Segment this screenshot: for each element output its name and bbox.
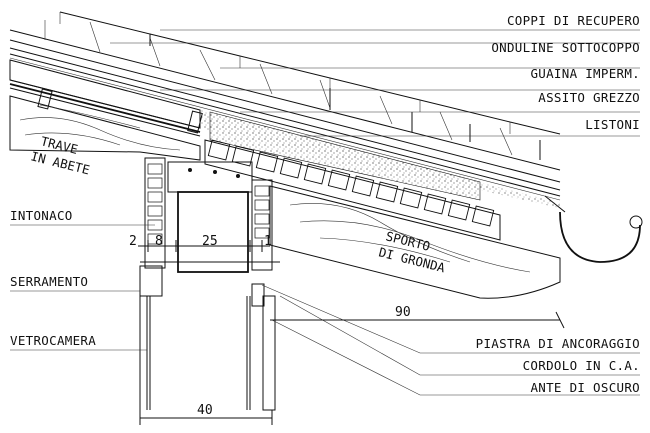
- dim-8: 8: [155, 234, 163, 249]
- dim-25: 25: [202, 234, 218, 249]
- label-guaina: GUAINA IMPERM.: [530, 66, 640, 81]
- dimension-texts: 2 8 25 1 90 40: [129, 234, 411, 418]
- label-cordolo: CORDOLO IN C.A.: [523, 358, 640, 373]
- label-onduline: ONDULINE SOTTOCOPPO: [491, 40, 640, 55]
- listoni-blocks: [204, 139, 501, 241]
- label-coppi: COPPI DI RECUPERO: [507, 13, 640, 28]
- left-labels: INTONACO SERRAMENTO VETROCAMERA: [10, 208, 96, 348]
- label-vetrocamera: VETROCAMERA: [10, 333, 96, 348]
- label-assito: ASSITO GREZZO: [538, 90, 640, 105]
- sporto-di-gronda: [269, 185, 561, 299]
- label-intonaco: INTONACO: [10, 208, 73, 223]
- right-labels: COPPI DI RECUPERO ONDULINE SOTTOCOPPO GU…: [476, 13, 640, 395]
- label-listoni: LISTONI: [585, 117, 640, 132]
- roof-tiles: [9, 11, 561, 183]
- trave-in-abete: [9, 95, 201, 161]
- label-ante: ANTE DI OSCURO: [530, 380, 640, 395]
- gronda-gutter: [544, 195, 643, 263]
- dimension-lines: [138, 240, 565, 425]
- roof-layers: [9, 47, 561, 208]
- dim-1: 1: [264, 234, 272, 249]
- window-frame: [139, 265, 276, 411]
- wall-section: [140, 157, 280, 273]
- label-serramento: SERRAMENTO: [10, 274, 88, 289]
- label-piastra: PIASTRA DI ANCORAGGIO: [476, 336, 640, 351]
- dim-90: 90: [395, 305, 411, 320]
- dim-2: 2: [129, 234, 137, 249]
- leader-lines: [10, 29, 640, 396]
- dim-40: 40: [197, 403, 213, 418]
